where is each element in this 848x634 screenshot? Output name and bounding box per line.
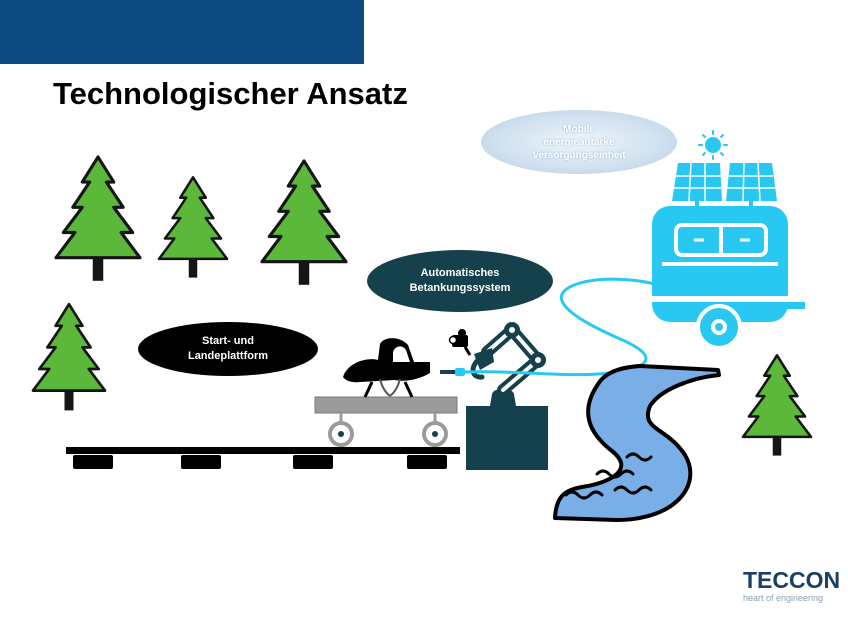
bubble-text: Versorgungseinheit <box>532 149 626 161</box>
tree-icon <box>54 155 142 283</box>
logo-name: TECCON <box>743 567 841 593</box>
tree-icon <box>260 159 348 287</box>
tree-icon <box>31 302 107 412</box>
river-icon <box>553 364 721 522</box>
robot-arm-icon <box>470 322 546 406</box>
platform-cart-icon <box>314 396 458 447</box>
landing-platform-label: Start- und Landeplattform <box>138 322 318 376</box>
bubble-text: Landeplattform <box>187 350 269 362</box>
camera-icon <box>448 329 472 356</box>
solar-panel-icon <box>672 162 777 206</box>
sun-icon <box>698 130 728 160</box>
refueling-system-label: Automatisches Betankungssystem <box>367 250 553 312</box>
bubble-text: Automatisches <box>420 267 500 279</box>
fuel-hose <box>464 277 655 377</box>
company-logo: TECCON heart of engineering <box>743 567 841 604</box>
header-bar <box>0 0 364 64</box>
bubble-text: energieautarke <box>543 136 615 148</box>
tree-icon <box>157 176 229 279</box>
logo-tagline: heart of engineering <box>743 593 824 603</box>
robot-base-box <box>466 406 548 470</box>
bubble-text: Betankungssystem <box>409 282 511 294</box>
slide-title: Technologischer Ansatz <box>53 76 408 111</box>
drone-icon <box>343 338 430 398</box>
fuel-nozzle <box>440 368 465 376</box>
bubble-text: Mobile <box>563 123 595 135</box>
supply-unit-label: Mobile energieautarke Versorgungseinheit <box>481 110 677 174</box>
launch-platform-rail <box>66 447 460 469</box>
bubble-text: Start- und <box>202 335 254 347</box>
trailer-icon <box>650 206 805 350</box>
tree-icon <box>741 354 813 457</box>
